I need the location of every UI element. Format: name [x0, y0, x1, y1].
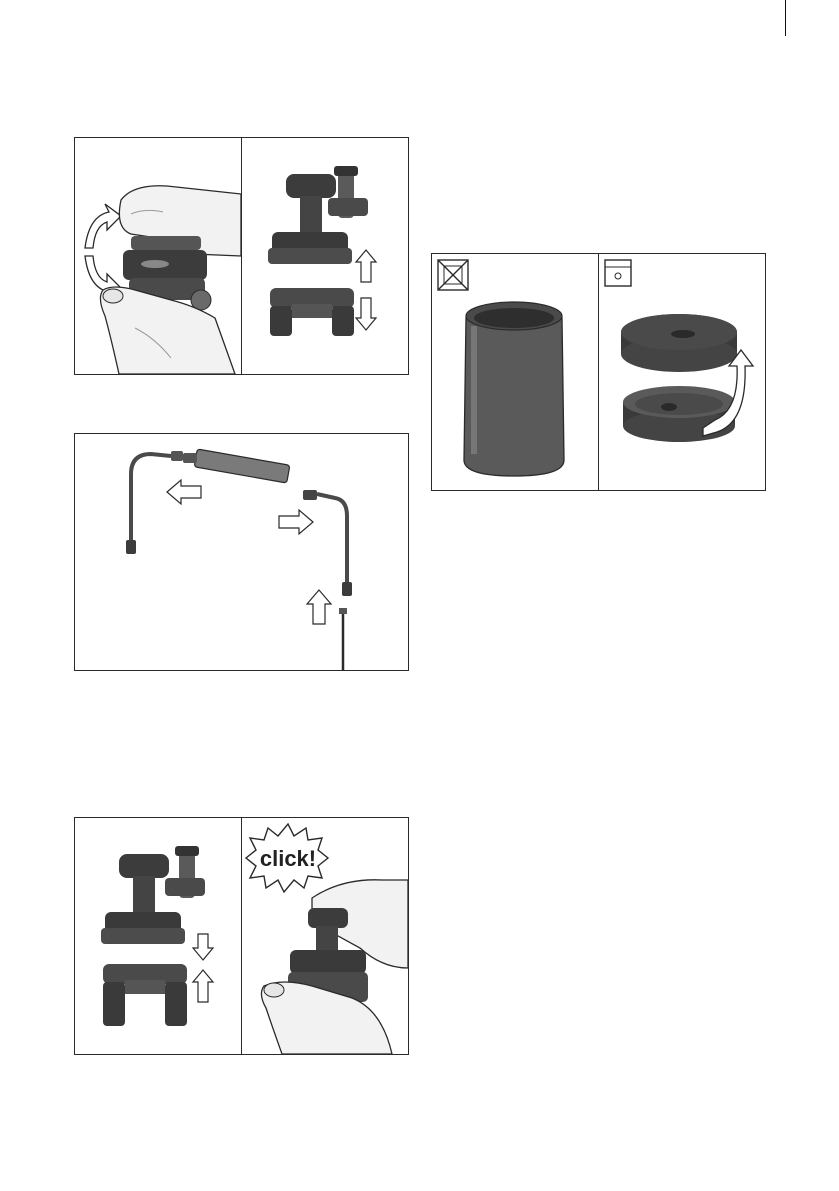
separate-parts-icon — [242, 138, 408, 374]
figure-milk-tube — [74, 433, 409, 671]
hand-pull-icon — [75, 138, 241, 374]
figure-container-dishwasher — [431, 253, 766, 491]
figure-reassembly: click! — [74, 817, 409, 1055]
click-label: click! — [260, 846, 316, 871]
crop-mark — [785, 0, 786, 36]
lid-panel — [599, 254, 765, 490]
figure-adapter-removal — [74, 137, 409, 375]
click-assembly-panel: click! — [242, 818, 408, 1054]
tube-connector-icon — [75, 434, 408, 670]
assemble-parts-icon — [75, 818, 241, 1054]
no-dishwasher-icon — [438, 260, 468, 290]
milk-container-panel — [432, 254, 598, 490]
dishwasher-safe-icon — [605, 260, 631, 286]
